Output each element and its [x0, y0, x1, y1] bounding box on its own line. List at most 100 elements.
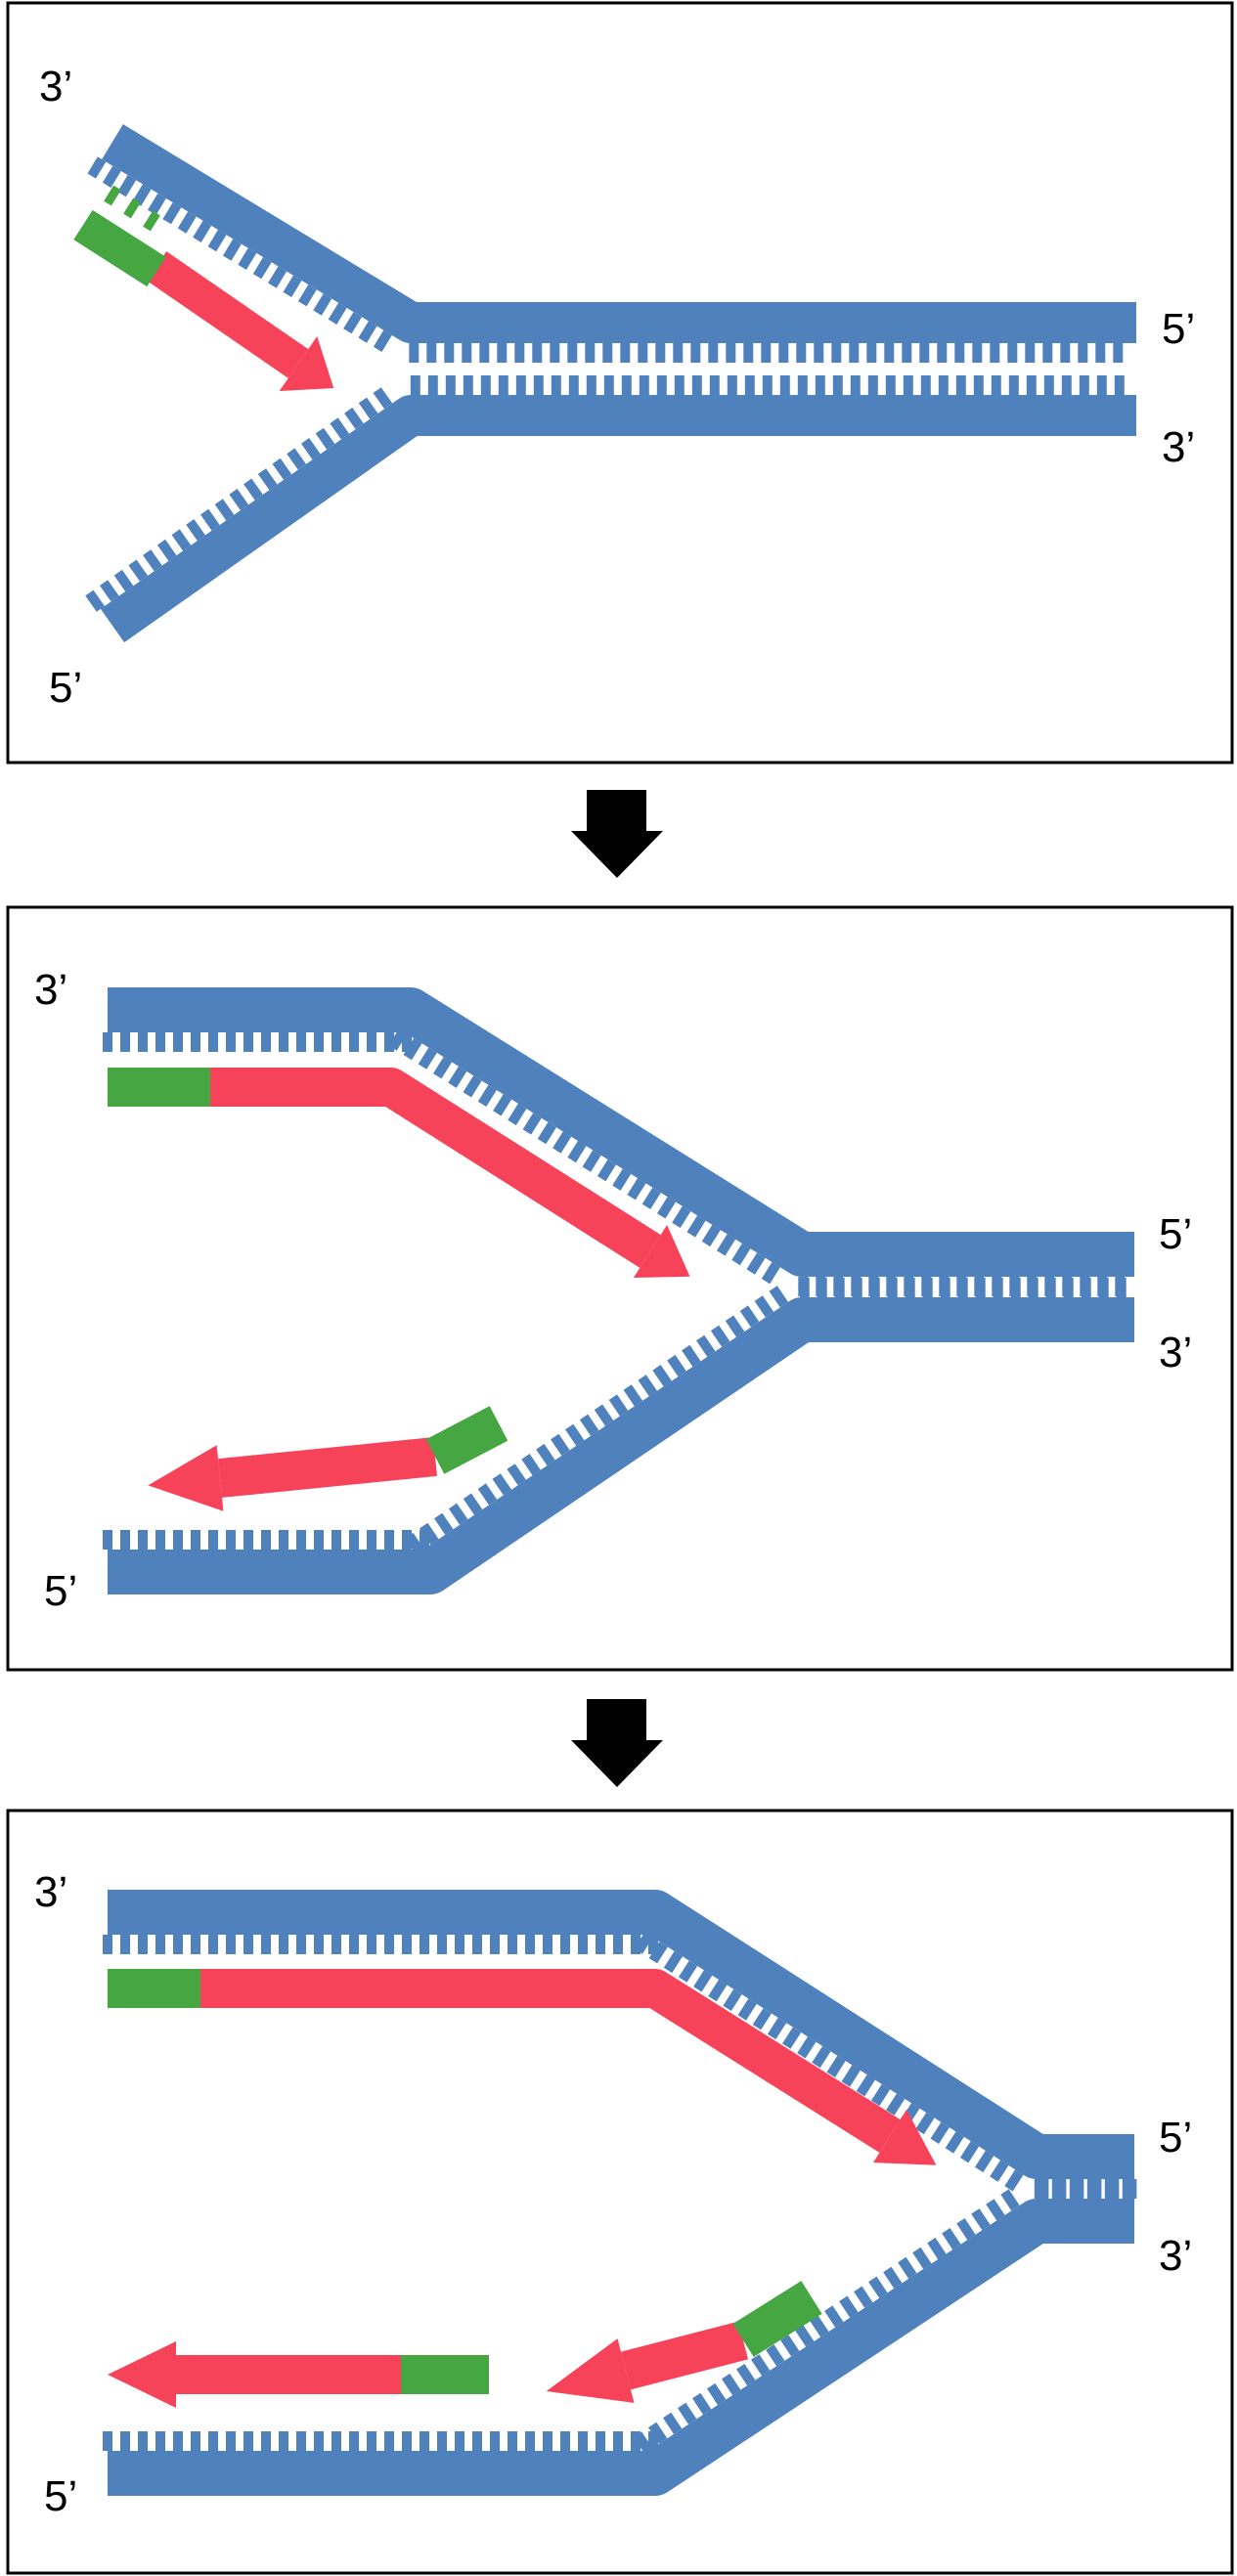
base-tooth [648, 1942, 668, 1964]
base-tooth [448, 1066, 467, 1088]
base-tooth [191, 1530, 200, 1550]
base-tooth [525, 2431, 535, 2451]
base-tooth [100, 580, 119, 602]
label-5prime-right-top: 5’ [1159, 1210, 1192, 1258]
base-tooth [297, 284, 317, 307]
base-tooth [854, 2286, 873, 2308]
base-tooth [824, 2305, 844, 2328]
base-tooth [1091, 2179, 1102, 2199]
base-tooth [445, 375, 456, 395]
base-tooth [252, 257, 272, 280]
panel-leading-strand-priming: 3’ 5’ 5’ 3’ [6, 1, 1234, 764]
base-tooth [103, 1530, 112, 1550]
base-tooth [903, 375, 913, 395]
base-tooth [384, 1530, 394, 1550]
base-tooth [585, 343, 596, 363]
base-tooth [868, 2276, 888, 2298]
base-tooth [1043, 375, 1054, 395]
base-tooth [444, 343, 455, 363]
base-tooth [177, 211, 197, 234]
base-tooth [328, 302, 347, 325]
base-tooth [652, 1365, 672, 1387]
base-tooth [120, 1935, 130, 1954]
base-tooth [1079, 375, 1089, 395]
base-tooth [1045, 1278, 1056, 1297]
base-tooth [727, 375, 737, 395]
new-strand-lagging-arrowhead [148, 1445, 224, 1511]
base-tooth [493, 1094, 512, 1116]
base-tooth [751, 2354, 771, 2377]
base-tooth [795, 2325, 815, 2347]
base-tooth [708, 343, 719, 363]
panel-okazaki-fragments: 3’ 5’ 5’ 3’ [6, 1809, 1234, 2575]
base-tooth [402, 1935, 412, 1954]
base-tooth [971, 2208, 991, 2231]
base-tooth [314, 1530, 324, 1550]
base-tooth [1074, 2179, 1084, 2199]
base-tooth [515, 375, 526, 395]
base-tooth [261, 1935, 271, 1954]
base-tooth [296, 1530, 306, 1550]
base-tooth [508, 2431, 517, 2451]
base-tooth [257, 468, 278, 491]
base-tooth [279, 1935, 288, 1954]
primer-tooth [104, 185, 121, 206]
base-tooth [272, 458, 292, 480]
base-tooth [138, 1032, 148, 1052]
base-tooth [709, 375, 720, 395]
template-strand-bottom-backbone [108, 2199, 1134, 2496]
base-tooth [283, 275, 302, 297]
base-tooth [1114, 375, 1125, 395]
base-tooth [455, 1935, 464, 1954]
base-tooth [508, 1103, 527, 1126]
new-strand-lagging [148, 1437, 437, 1511]
base-tooth [621, 375, 632, 395]
base-tooth [754, 1295, 774, 1318]
base-tooth [596, 2431, 605, 2451]
base-tooth [1026, 375, 1037, 395]
base-tooth [191, 1032, 200, 1052]
base-tooth [596, 1935, 605, 1954]
base-tooth [349, 1530, 359, 1550]
base-tooth [752, 2008, 772, 2030]
base-tooth [173, 1032, 183, 1052]
base-tooth [550, 343, 560, 363]
base-tooth [331, 1530, 341, 1550]
base-tooth [543, 2431, 552, 2451]
base-tooth [761, 343, 772, 363]
base-tooth [120, 1530, 130, 1550]
base-tooth [533, 375, 544, 395]
base-tooth [796, 343, 807, 363]
base-tooth [866, 343, 877, 363]
new-strand-leading [210, 1068, 690, 1278]
base-tooth [551, 375, 561, 395]
base-tooth [1004, 2169, 1024, 2192]
base-tooth [696, 1334, 716, 1357]
base-tooth [920, 375, 931, 395]
base-tooth [767, 2017, 787, 2040]
base-tooth [120, 2431, 130, 2451]
base-tooth [138, 1530, 148, 1550]
base-tooth [737, 1998, 757, 2021]
base-tooth [208, 1935, 218, 1954]
base-tooth [437, 2431, 447, 2451]
base-tooth [815, 375, 825, 395]
base-tooth [956, 2218, 976, 2241]
base-tooth [957, 1278, 968, 1297]
new-strand-leading-arrowhead [633, 1225, 690, 1278]
base-tooth [993, 1278, 1003, 1297]
primer-fragment-2 [732, 2281, 822, 2357]
base-tooth [708, 1980, 728, 2002]
base-tooth [623, 1384, 643, 1407]
base-tooth [586, 375, 596, 395]
base-tooth [602, 343, 613, 363]
base-tooth [722, 2373, 741, 2396]
base-tooth [551, 1433, 570, 1456]
base-tooth [193, 220, 212, 242]
base-tooth [633, 2431, 653, 2454]
base-tooth [103, 2431, 112, 2451]
label-5prime-bottom-left: 5’ [44, 1567, 77, 1615]
base-tooth [639, 375, 649, 395]
template-strand-bottom [103, 1278, 1134, 1594]
base-tooth [420, 1935, 429, 1954]
